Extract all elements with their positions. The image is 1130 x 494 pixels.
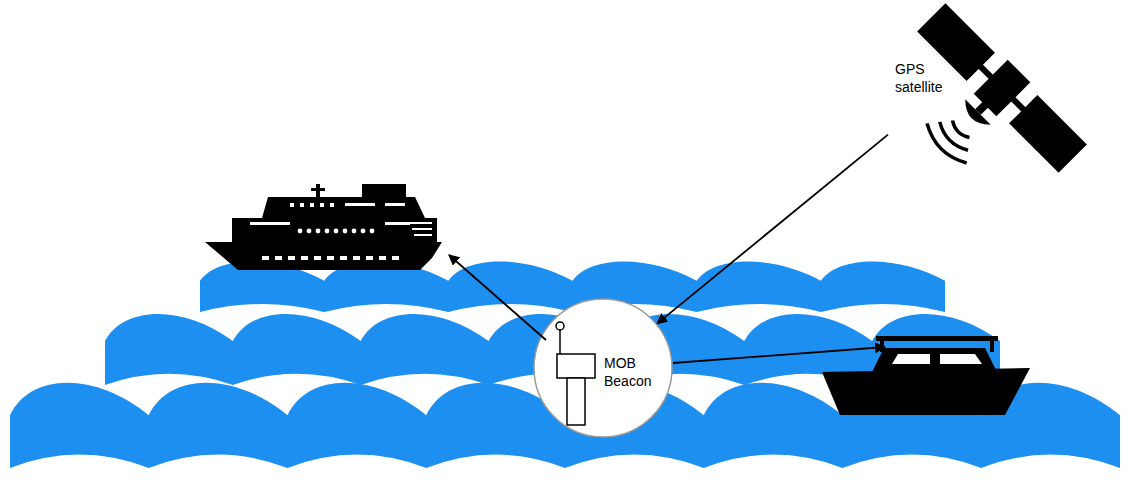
node-label: MOB Beacon bbox=[604, 354, 666, 390]
sea-waves bbox=[10, 261, 1120, 468]
circle-outline bbox=[534, 299, 672, 437]
signal-arrow bbox=[657, 135, 888, 324]
node-label: GPS satellite bbox=[895, 60, 959, 96]
signal-arrow bbox=[673, 347, 885, 363]
motor-boat bbox=[822, 336, 1030, 415]
gps-satellite bbox=[870, 0, 1089, 219]
beacon-circle: MOB Beacon bbox=[533, 298, 673, 438]
cruise-ship bbox=[205, 184, 442, 270]
satellite-label-box: GPS satellite bbox=[888, 55, 970, 147]
circle-outline bbox=[533, 298, 673, 438]
beacon-icon bbox=[556, 322, 595, 425]
signal-arrow bbox=[449, 255, 546, 340]
